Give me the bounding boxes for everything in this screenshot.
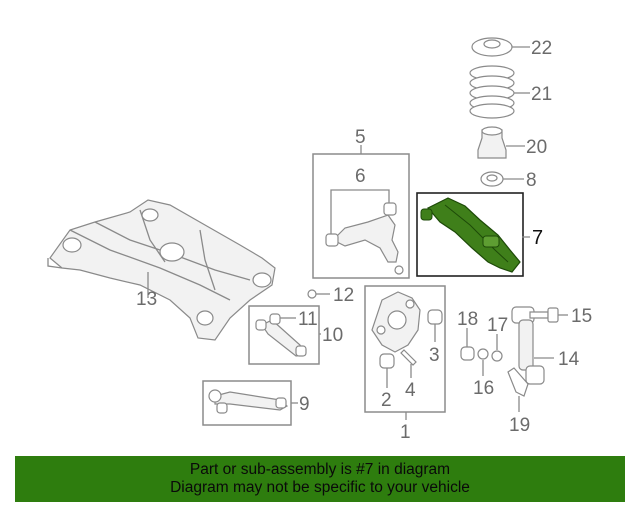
- callout-8: 8: [526, 170, 537, 191]
- callout-19: 19: [509, 415, 530, 436]
- info-banner: Part or sub-assembly is #7 in diagram Di…: [15, 456, 625, 502]
- coil-spring: [469, 65, 515, 119]
- lateral-link: [208, 389, 289, 414]
- callout-4: 4: [405, 380, 416, 401]
- washer-17: [491, 350, 503, 362]
- callout-6: 6: [355, 166, 366, 187]
- rear-subframe: [47, 199, 276, 341]
- bushing-18: [460, 346, 475, 361]
- banner-line-1: Part or sub-assembly is #7 in diagram: [189, 461, 451, 478]
- callout-5: 5: [355, 127, 366, 148]
- callout-15: 15: [571, 306, 592, 327]
- callout-2: 2: [381, 390, 392, 411]
- bolt-4: [400, 349, 417, 366]
- leader-6: [330, 189, 390, 236]
- callout-7: 7: [532, 227, 543, 249]
- nut-12: [307, 289, 317, 299]
- callout-22: 22: [531, 38, 552, 59]
- banner-line-2: Diagram may not be specific to your vehi…: [170, 479, 470, 496]
- bolt-15: [529, 307, 559, 323]
- callout-9: 9: [299, 394, 310, 415]
- bracket-19: [507, 367, 529, 397]
- spring-insulator-upper: [471, 37, 513, 57]
- upper-control-arm: [325, 202, 404, 275]
- callout-21: 21: [531, 84, 552, 105]
- highlight-box-7: [416, 192, 524, 277]
- callout-13: 13: [136, 289, 157, 310]
- knuckle: [371, 291, 421, 353]
- callout-1: 1: [400, 422, 411, 443]
- group-box-10: [248, 305, 320, 365]
- lower-control-arm-highlighted: [420, 197, 521, 273]
- spring-insulator-lower: [480, 171, 504, 187]
- trailing-link: [255, 313, 307, 357]
- callout-16: 16: [473, 378, 494, 399]
- washer-16: [477, 348, 489, 360]
- callout-18: 18: [457, 309, 478, 330]
- callout-12: 12: [333, 285, 354, 306]
- bushing-3: [427, 309, 443, 325]
- callout-17: 17: [487, 315, 508, 336]
- bump-stop: [477, 126, 507, 159]
- callout-3: 3: [429, 345, 440, 366]
- callout-11: 11: [298, 309, 318, 330]
- callout-20: 20: [526, 137, 547, 158]
- group-box-1: [364, 285, 446, 413]
- callout-10: 10: [322, 325, 343, 346]
- bushing-2: [379, 353, 395, 369]
- callout-14: 14: [558, 349, 580, 370]
- shock-absorber: [511, 306, 545, 385]
